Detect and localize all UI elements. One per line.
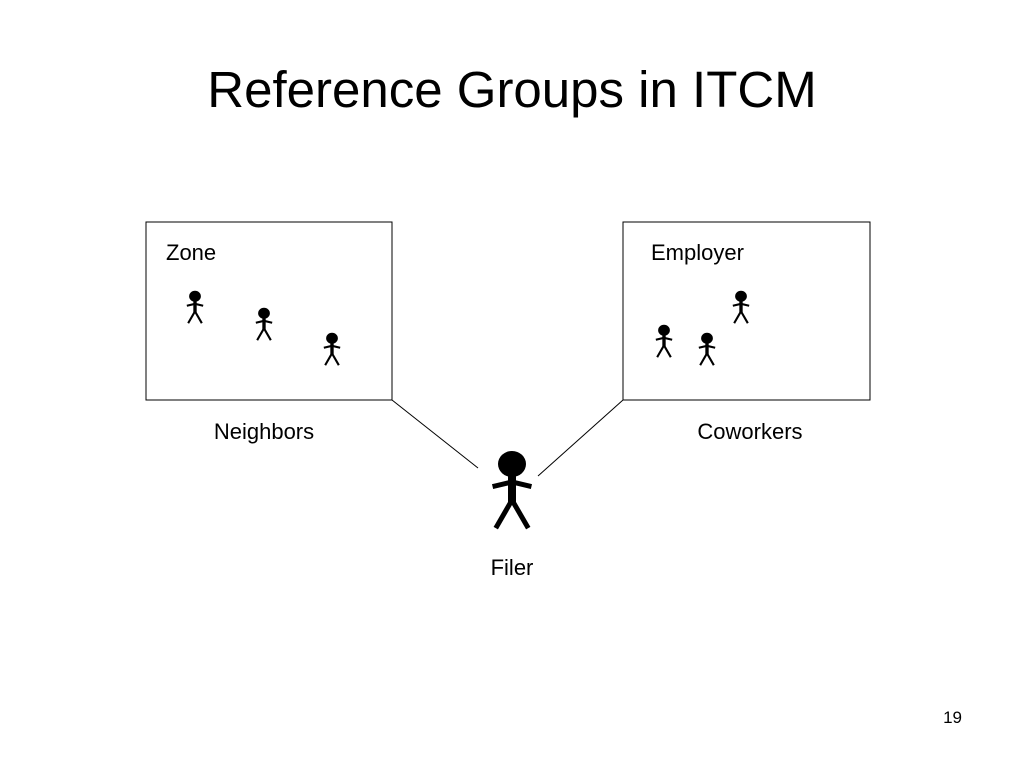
slide-number: 19 <box>943 708 962 727</box>
neighbor-person-icon <box>255 306 273 341</box>
coworker-person-icon <box>655 323 673 358</box>
slide-title: Reference Groups in ITCM <box>207 61 817 118</box>
employer-box-label: Employer <box>651 240 744 265</box>
zone-box-label: Zone <box>166 240 216 265</box>
neighbor-person-icon <box>186 289 204 324</box>
filer-label: Filer <box>491 555 534 580</box>
connector-line-coworkers <box>537 399 624 477</box>
neighbor-person-icon <box>323 331 341 366</box>
coworkers-label: Coworkers <box>697 419 802 444</box>
connector-line-neighbors <box>391 399 479 469</box>
zone-box: Zone <box>145 221 393 401</box>
coworker-person-icon <box>698 331 716 366</box>
filer-person-icon <box>495 451 529 526</box>
employer-box: Employer <box>622 221 871 401</box>
neighbors-label: Neighbors <box>214 419 314 444</box>
coworker-person-icon <box>732 289 750 324</box>
